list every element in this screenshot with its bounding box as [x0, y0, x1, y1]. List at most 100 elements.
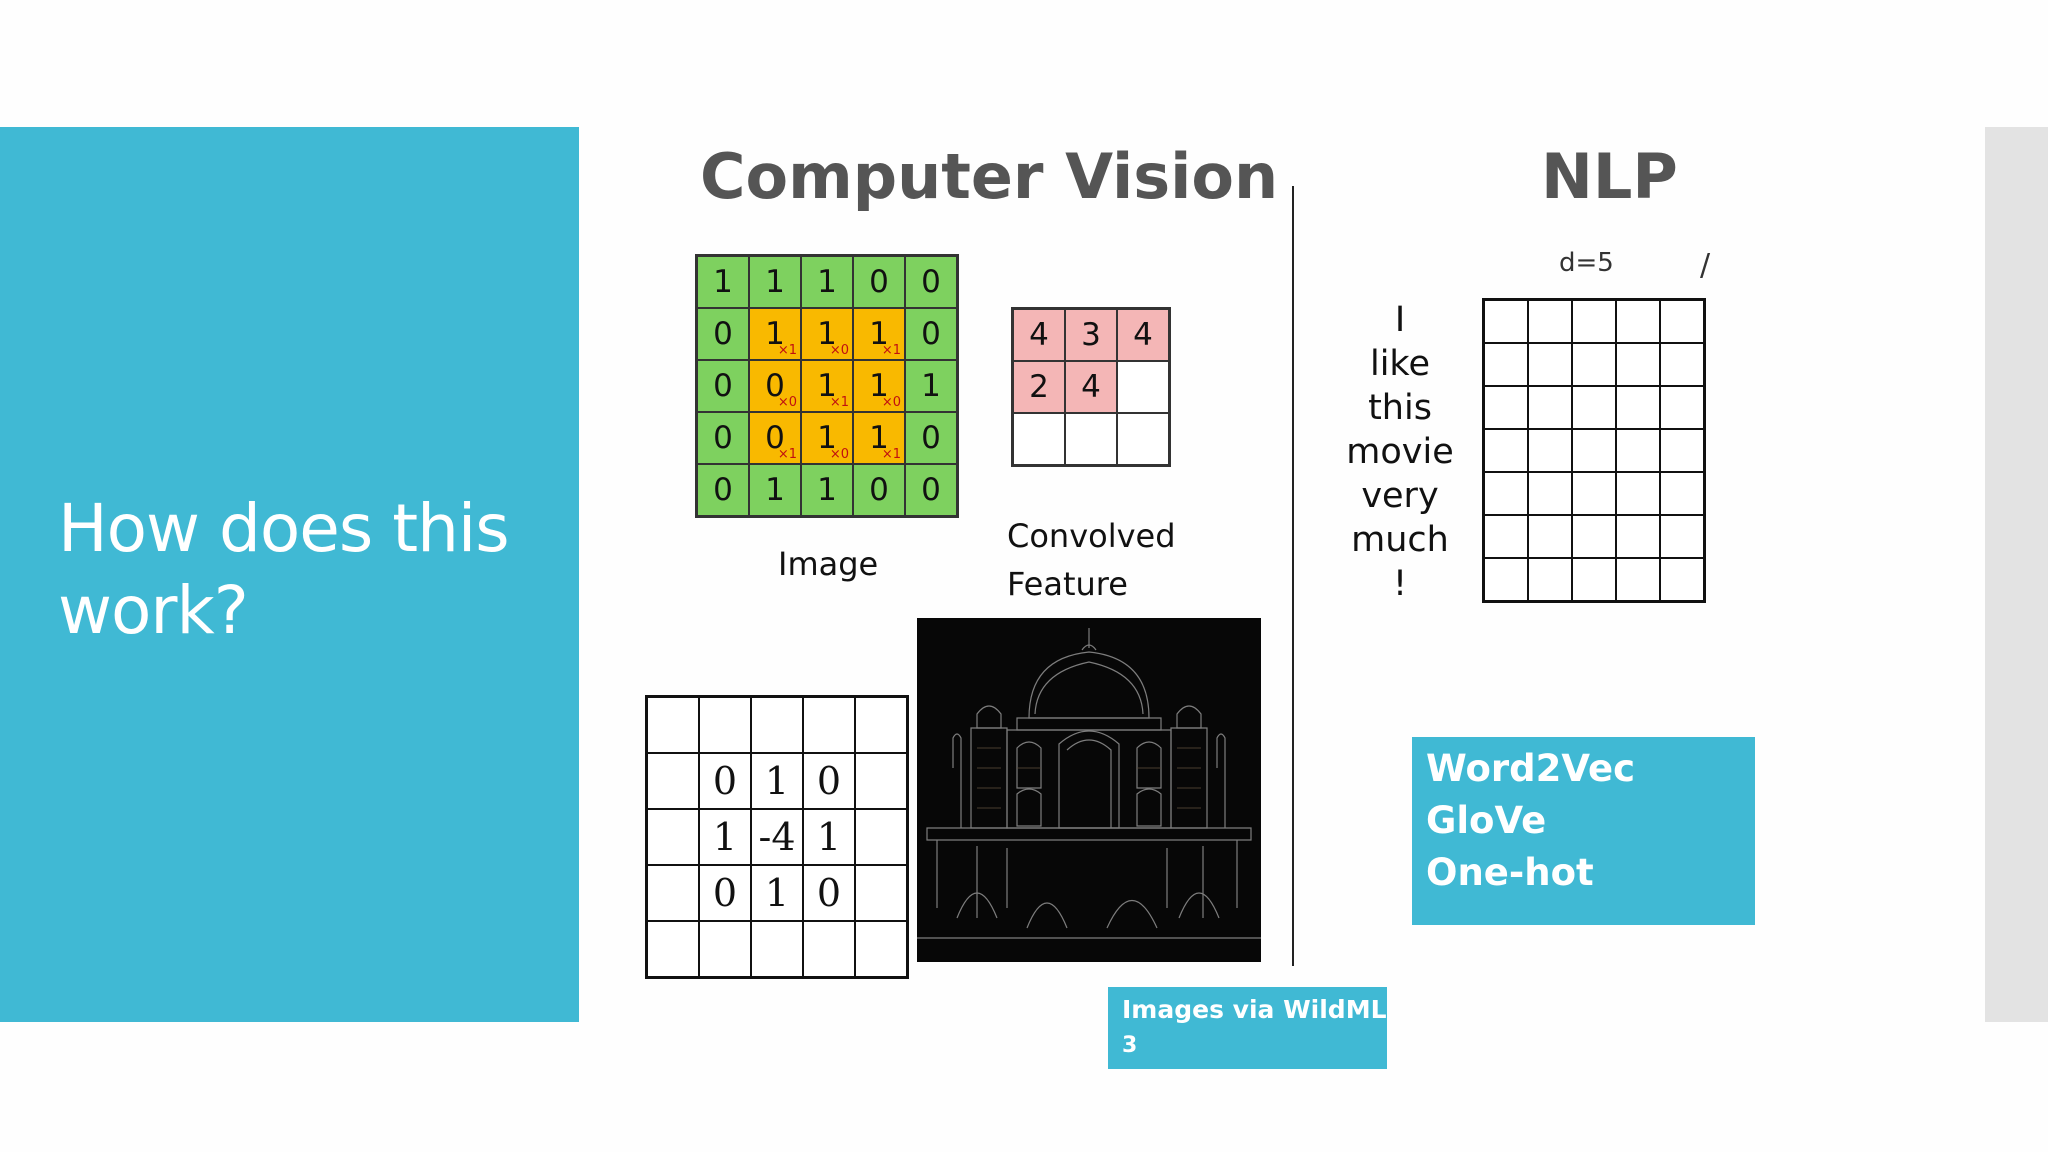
image-cell: 0	[905, 464, 957, 516]
embedding-cell	[1484, 472, 1528, 515]
kernel-cell	[751, 697, 803, 753]
image-cell: 0	[905, 256, 957, 308]
convolved-cell	[1117, 413, 1169, 465]
kernel-cell	[647, 753, 699, 809]
embedding-cell	[1484, 343, 1528, 386]
image-cell: 1	[749, 256, 801, 308]
image-cell-value: 1	[765, 472, 785, 508]
embedding-cell	[1484, 558, 1528, 601]
kernel-cell	[803, 697, 855, 753]
image-cell: 1×1	[801, 360, 853, 412]
edge-detected-photo	[917, 618, 1261, 962]
kernel-cell: 0	[803, 865, 855, 921]
kernel-cell	[855, 921, 907, 977]
embedding-cell	[1484, 429, 1528, 472]
title-panel	[0, 127, 579, 1022]
slide-number: 3	[1122, 1033, 1138, 1058]
dimension-label: d=5	[1559, 248, 1614, 278]
image-cell: 1	[697, 256, 749, 308]
embedding-cell	[1484, 515, 1528, 558]
embedding-cell	[1528, 558, 1572, 601]
image-cell-value: 1	[817, 472, 837, 508]
embedding-cell	[1528, 515, 1572, 558]
embedding-cell	[1616, 386, 1660, 429]
embedding-cell	[1616, 343, 1660, 386]
image-cell-value: 1	[765, 264, 785, 300]
embedding-cell	[1660, 343, 1704, 386]
image-cell-value: 0	[713, 368, 733, 404]
embedding-cell	[1484, 300, 1528, 343]
image-cell: 0	[697, 308, 749, 360]
image-cell: 1×1	[853, 412, 905, 464]
image-cell: 0	[697, 464, 749, 516]
image-cell: 0×1	[749, 412, 801, 464]
kernel-cell: 1	[803, 809, 855, 865]
image-caption: Image	[778, 545, 879, 583]
kernel-cell	[855, 809, 907, 865]
image-cell-value: 1	[869, 368, 889, 404]
image-cell: 1	[749, 464, 801, 516]
convolved-cell: 2	[1013, 361, 1065, 413]
embedding-cell	[1616, 300, 1660, 343]
kernel-cell: 0	[803, 753, 855, 809]
kernel-cell	[647, 921, 699, 977]
image-cell: 0	[697, 412, 749, 464]
convolved-cell: 4	[1013, 309, 1065, 361]
image-cell: 0×0	[749, 360, 801, 412]
convolved-cell: 3	[1065, 309, 1117, 361]
image-cell: 1	[801, 464, 853, 516]
embedding-cell	[1660, 429, 1704, 472]
embedding-cell	[1572, 300, 1616, 343]
image-cell-value: 0	[869, 472, 889, 508]
section-divider	[1292, 186, 1294, 966]
filter-weight: ×1	[829, 395, 849, 410]
kernel-cell: 1	[751, 753, 803, 809]
image-cell: 0	[853, 256, 905, 308]
image-cell: 0	[905, 308, 957, 360]
image-cell: 1×0	[801, 412, 853, 464]
convolved-caption-line1: Convolved	[1007, 517, 1176, 555]
image-cell-value: 1	[765, 316, 785, 352]
filter-weight: ×1	[777, 343, 797, 358]
image-cell: 1×0	[853, 360, 905, 412]
kernel-cell	[803, 921, 855, 977]
right-strip	[1985, 127, 2048, 1022]
embedding-cell	[1616, 558, 1660, 601]
image-cell: 1×1	[749, 308, 801, 360]
image-cell-value: 0	[921, 316, 941, 352]
word-embedding-matrix	[1482, 298, 1706, 603]
image-cell-value: 1	[921, 368, 941, 404]
embedding-method: Word2Vec	[1426, 747, 1636, 790]
embedding-cell	[1660, 558, 1704, 601]
filter-weight: ×0	[881, 395, 901, 410]
filter-weight: ×0	[777, 395, 797, 410]
embedding-cell	[1528, 386, 1572, 429]
kernel-cell	[855, 697, 907, 753]
sentence-word: much	[1351, 520, 1449, 560]
sentence-word: I	[1394, 300, 1406, 340]
embedding-cell	[1572, 515, 1616, 558]
kernel-cell	[647, 809, 699, 865]
image-cell-value: 0	[869, 264, 889, 300]
image-cell: 1	[801, 256, 853, 308]
kernel-cell: 0	[699, 753, 751, 809]
sentence-word: very	[1361, 476, 1439, 516]
kernel-cell: 0	[699, 865, 751, 921]
slide-title: How does this work?	[58, 490, 510, 649]
image-cell-value: 1	[713, 264, 733, 300]
filter-weight: ×1	[881, 343, 901, 358]
filter-weight: ×1	[881, 447, 901, 462]
filter-weight: ×0	[829, 447, 849, 462]
convolved-caption-line2: Feature	[1007, 565, 1128, 603]
embedding-cell	[1528, 429, 1572, 472]
image-cell: 0	[905, 412, 957, 464]
image-cell: 0	[697, 360, 749, 412]
embedding-cell	[1572, 386, 1616, 429]
image-cell-value: 1	[817, 368, 837, 404]
kernel-cell	[647, 865, 699, 921]
